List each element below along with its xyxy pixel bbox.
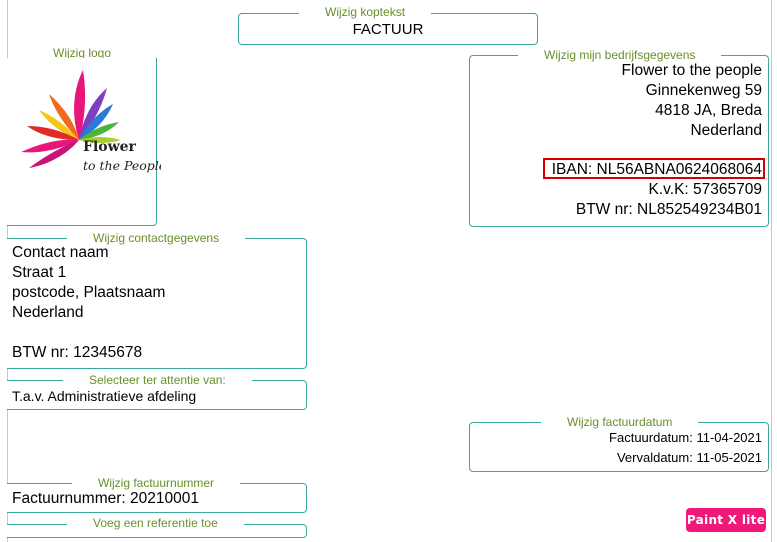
iban-highlight xyxy=(543,158,765,179)
logo-tagline-text: to the People xyxy=(83,158,161,173)
invoice-date: Factuurdatum: 11-04-2021 xyxy=(609,430,762,445)
invoice-number-legend[interactable]: Wijzig factuurnummer xyxy=(72,476,241,490)
contact-postcode-city: postcode, Plaatsnaam xyxy=(12,284,166,301)
invoice-title: FACTUUR xyxy=(352,21,424,38)
company-iban: IBAN: NL56ABNA0624068064 xyxy=(551,161,762,178)
attention-legend[interactable]: Selecteer ter attentie van: xyxy=(63,373,252,387)
company-street: Ginnekenweg 59 xyxy=(645,82,762,99)
logo-section[interactable]: Flower to the People xyxy=(7,58,161,226)
contact-name: Contact naam xyxy=(12,244,109,261)
logo-legend[interactable]: Wijzig logo xyxy=(53,46,112,60)
flower-logo-icon: Flower to the People xyxy=(21,70,161,173)
company-country: Nederland xyxy=(690,122,762,139)
contact-btw: BTW nr: 12345678 xyxy=(12,344,143,361)
invoice-date-section[interactable]: Wijzig factuurdatum Factuurdatum: 11-04-… xyxy=(469,415,769,472)
attention-value: T.a.v. Administratieve afdeling xyxy=(12,388,197,404)
reference-legend[interactable]: Voeg een referentie toe xyxy=(67,516,244,530)
contact-street: Straat 1 xyxy=(12,264,67,281)
company-name: Flower to the people xyxy=(621,62,762,79)
company-legend[interactable]: Wijzig mijn bedrijfsgegevens xyxy=(518,48,722,62)
paint-x-lite-badge[interactable]: Paint X lite xyxy=(686,508,766,532)
logo-brand-text: Flower xyxy=(83,139,137,155)
contact-legend[interactable]: Wijzig contactgegevens xyxy=(67,231,246,245)
company-btw: BTW nr: NL852549234B01 xyxy=(575,201,762,218)
invoice-number-value: Factuurnummer: 20210001 xyxy=(12,490,199,507)
company-kvk: K.v.K: 57365709 xyxy=(648,181,762,198)
company-postcode-city: 4818 JA, Breda xyxy=(655,102,762,119)
contact-country: Nederland xyxy=(12,304,84,321)
invoice-number-section[interactable]: Wijzig factuurnummer Factuurnummer: 2021… xyxy=(7,476,307,513)
heading-section[interactable]: Wijzig koptekst FACTUUR xyxy=(238,5,538,45)
company-details-section[interactable]: Wijzig mijn bedrijfsgegevens Flower to t… xyxy=(469,48,769,227)
attention-section[interactable]: Selecteer ter attentie van: T.a.v. Admin… xyxy=(7,373,307,410)
due-date: Vervaldatum: 11-05-2021 xyxy=(616,450,762,465)
heading-legend[interactable]: Wijzig koptekst xyxy=(299,5,432,19)
dates-legend[interactable]: Wijzig factuurdatum xyxy=(541,415,699,429)
page-right-edge xyxy=(771,0,772,542)
reference-section[interactable]: Voeg een referentie toe xyxy=(7,516,307,538)
contact-details-section[interactable]: Wijzig contactgegevens Contact naam Stra… xyxy=(7,231,307,369)
